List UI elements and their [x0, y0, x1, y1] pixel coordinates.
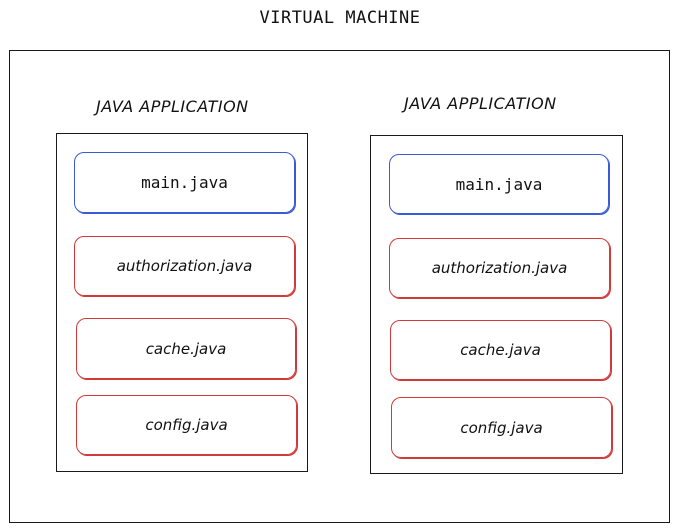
- java-application-box: [370, 135, 623, 474]
- virtual-machine-box: [9, 50, 670, 523]
- file-config-java: config.java: [391, 397, 612, 458]
- app-label: JAVA APPLICATION: [404, 94, 557, 113]
- file-authorization-java: authorization.java: [389, 238, 610, 298]
- diagram-title: VIRTUAL MACHINE: [259, 8, 421, 28]
- file-main-java: main.java: [389, 154, 609, 214]
- file-config-java: config.java: [76, 395, 297, 455]
- app-label: JAVA APPLICATION: [96, 97, 249, 116]
- file-authorization-java: authorization.java: [74, 236, 295, 296]
- file-cache-java: cache.java: [390, 320, 611, 380]
- file-cache-java: cache.java: [76, 318, 296, 379]
- file-main-java: main.java: [74, 152, 295, 213]
- java-application-box: [56, 133, 308, 472]
